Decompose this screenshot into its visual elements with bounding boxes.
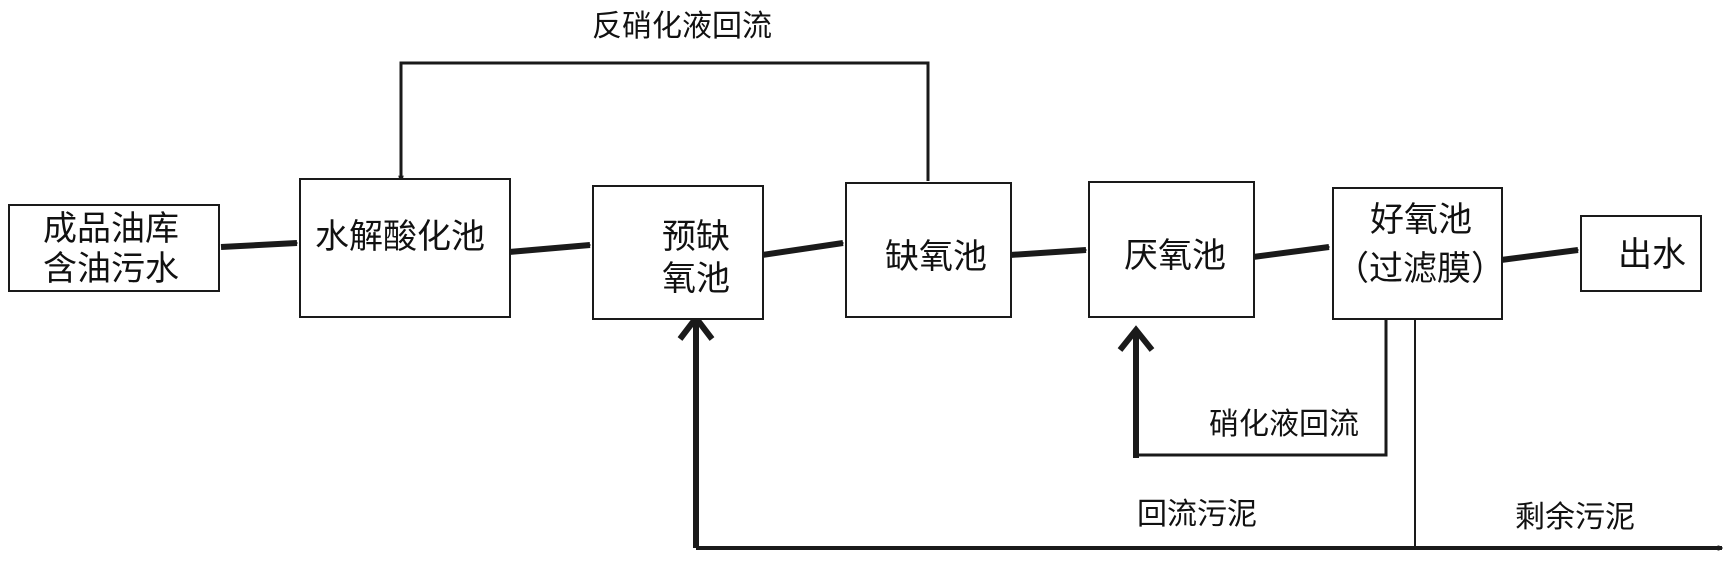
pre-anoxic-line1: 预缺 [662,217,730,257]
sludge-return-label: 回流污泥 [1137,497,1257,532]
effluent-label: 出水 [1618,235,1686,275]
aerobic-line1: 好氧池 [1370,200,1472,240]
arrow-anoxic-to-anaerobic [1009,247,1086,258]
source-line2: 含油污水 [43,249,179,289]
hydrolysis-label: 水解酸化池 [315,217,485,257]
excess-sludge-label: 剩余污泥 [1515,500,1635,535]
effluent-box: 出水 [1580,215,1702,292]
anoxic-tank: 缺氧池 [845,182,1012,318]
denitrification-return-label: 反硝化液回流 [592,9,772,44]
anoxic-label: 缺氧池 [885,237,987,277]
source-wastewater-box: 成品油库 含油污水 [8,204,220,292]
anaerobic-label: 厌氧池 [1124,236,1226,276]
aerobic-line2: （过滤膜） [1335,249,1505,289]
pre-anoxic-line2: 氧池 [662,259,730,299]
anaerobic-tank: 厌氧池 [1088,181,1255,318]
arrow-aerobic-to-effluent [1500,247,1578,263]
nitrification-return-arrowhead [1117,325,1155,352]
pre-anoxic-tank: 预缺 氧池 [592,185,764,320]
arrow-source-to-hydrolysis [220,240,297,250]
arrow-anaerobic-to-aerobic [1252,244,1329,260]
hydrolysis-acidification-tank: 水解酸化池 [299,178,511,318]
denitrification-return-line [401,61,930,181]
source-line1: 成品油库 [43,209,179,249]
arrow-hydrolysis-to-preanoxic [508,242,590,255]
nitrification-return-label: 硝化液回流 [1209,407,1359,442]
aerobic-membrane-tank: 好氧池 （过滤膜） [1332,187,1505,320]
arrow-preanoxic-to-anoxic [761,240,843,258]
